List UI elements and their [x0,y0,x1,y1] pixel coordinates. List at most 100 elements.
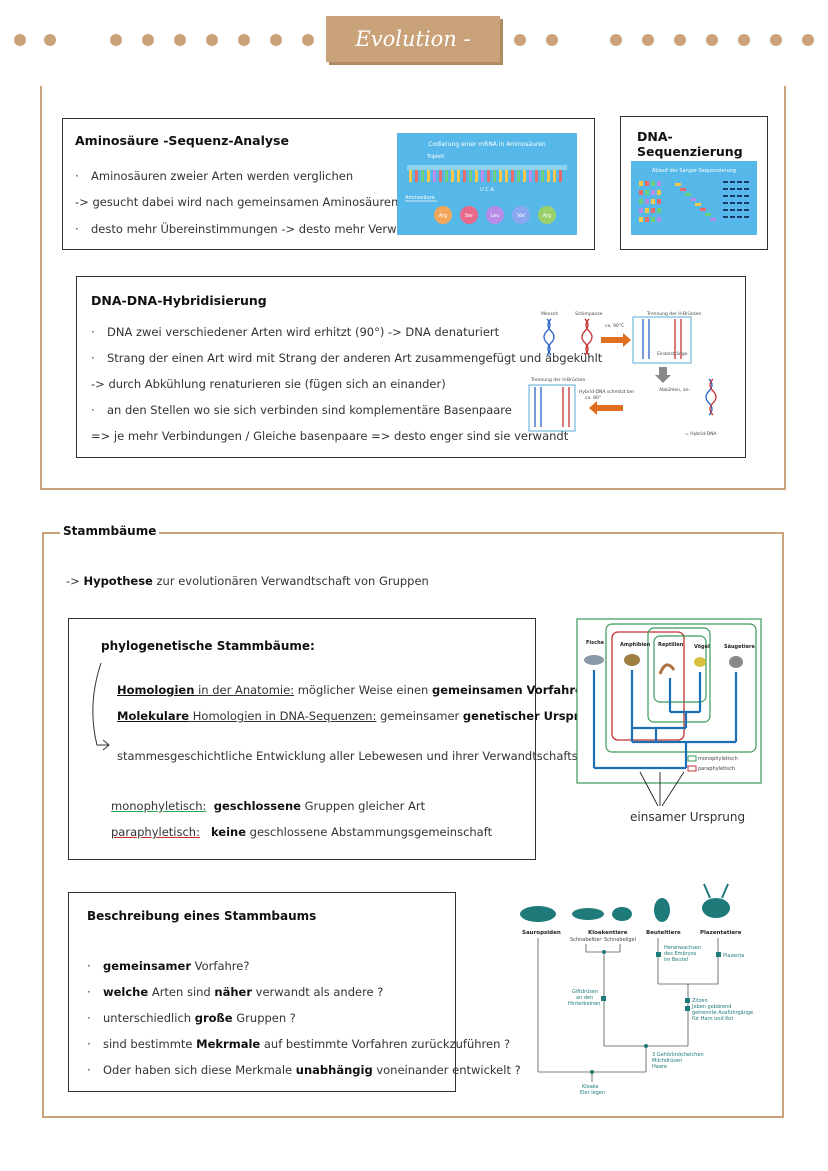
svg-text:U C A: U C A [480,187,494,193]
svg-text:Eier legen: Eier legen [580,1090,605,1096]
platypus-icon [572,908,604,920]
svg-text:Einzelstränge: Einzelstränge [657,351,688,357]
svg-text:ca. 80°: ca. 80° [585,395,601,401]
dna-sequenzierung-box: DNA-Sequenzierung Ablauf der Sanger-Sequ… [620,116,768,250]
amino-acid-node [434,206,452,224]
svg-text:im Beutel: im Beutel [664,957,688,963]
svg-text:Hybrid-DNA schmilzt bei: Hybrid-DNA schmilzt bei [579,389,634,395]
svg-text:Jeben gebärend: Jeben gebärend [691,1004,731,1010]
amino-acid-node [512,206,530,224]
dna-seq-heading: DNA-Sequenzierung [637,129,743,159]
list-item: ·unterschiedlich große Gruppen ? [87,1011,296,1025]
svg-text:ca. 90°C: ca. 90°C [605,323,624,329]
svg-text:Giftdrüsen: Giftdrüsen [572,989,598,995]
svg-text:Vögel: Vögel [694,644,710,650]
list-item: ·an den Stellen wo sie sich verbinden si… [91,403,512,417]
svg-text:an den: an den [576,995,593,1001]
section2-label: Stammbäume [60,524,160,538]
svg-text:Sauropsiden: Sauropsiden [522,930,561,936]
amino-acid-node [486,206,504,224]
hybrid-heading: DNA-DNA-Hybridisierung [91,293,267,308]
svg-text:Schimpanse: Schimpanse [575,311,603,317]
amino-acid-node [460,206,478,224]
hypothese-line: -> Hypothese zur evolutionären Verwandts… [66,574,429,588]
mrna-coding-image: Codierung einer mRNA in Aminosäuren Trip… [397,133,577,235]
svg-text:Plazentatiere: Plazentatiere [700,930,742,936]
kangaroo-icon [654,898,670,922]
svg-text:Hinterbeinen: Hinterbeinen [568,1001,600,1007]
tree-caption: einsamer Ursprung [630,810,746,824]
sanger-sequencing-image: Ablauf der Sanger-Sequenzierung [631,161,757,235]
svg-text:monophyletisch: monophyletisch [698,756,738,762]
svg-text:Zitzen: Zitzen [692,998,708,1004]
section2-frame [42,532,784,1118]
svg-text:Fische: Fische [586,640,605,646]
section1-frame [40,86,786,490]
svg-text:Trennung der H-Brücken: Trennung der H-Brücken [530,377,586,383]
svg-text:Milchdrüsen: Milchdrüsen [652,1058,682,1064]
svg-text:Schnabeltier: Schnabeltier [570,937,602,943]
hybridisierung-box: DNA-DNA-Hybridisierung ·DNA zwei verschi… [76,276,746,458]
amino-acid-label: Ser [465,213,474,219]
phylo-tree-image: Fische Amphibien Reptilien Vögel Säugeti… [576,618,762,784]
list-item: ·gemeinsamer Vorfahre? [87,959,250,973]
svg-text:Schnabeligel: Schnabeligel [604,937,636,943]
amino-acid-label: Val [517,213,525,219]
svg-text:Aminosäure: Aminosäure [405,195,435,201]
phylo-heading: phylogenetische Stammbäume: [101,639,315,653]
homologien-line: Homologien in der Anatomie: möglicher We… [117,683,591,697]
svg-text:Kloake: Kloake [582,1084,599,1090]
svg-text:Abkühlen, an-: Abkühlen, an- [659,387,690,393]
svg-text:paraphyletisch: paraphyletisch [698,766,735,772]
echidna-icon [612,907,632,921]
svg-text:Haare: Haare [652,1064,667,1070]
page-title: Evolution - Vorabi [326,16,500,97]
list-item: ·welche Arten sind näher verwandt als an… [87,985,384,999]
mrna-title: Codierung einer mRNA in Aminosäuren [428,141,546,148]
list-item: -> gesucht dabei wird nach gemeinsamen A… [75,195,399,209]
frog-icon [624,654,640,666]
svg-text:Reptilien: Reptilien [658,642,684,648]
aminosaeure-heading: Aminosäure -Sequenz-Analyse [75,133,289,148]
svg-text:Mensch: Mensch [541,311,558,317]
svg-text:Beuteltiere: Beuteltiere [646,930,681,936]
svg-text:Triplett: Triplett [426,154,444,160]
list-item: ·sind bestimmte Mekrmale auf bestimmte V… [87,1037,511,1051]
svg-text:Säugetiere: Säugetiere [724,644,755,650]
amino-acid-label: Arg [439,213,448,219]
list-item: ·desto mehr Übereinstimmungen -> desto m… [75,222,423,236]
curved-arrow-icon [92,662,110,751]
bird-icon [694,657,706,667]
list-item: ·Aminosäuren zweier Arten werden verglic… [75,169,354,183]
fish-icon [584,655,604,665]
svg-text:Kloakentiere: Kloakentiere [588,930,628,936]
svg-text:Ablauf der Sanger-Sequenzierun: Ablauf der Sanger-Sequenzierung [652,168,736,174]
mono-line: monophyletisch: geschlossene Gruppen gle… [111,799,426,813]
list-item: ·Strang der einen Art wird mit Strang de… [91,351,603,365]
deer-icon [702,898,730,918]
hybridisation-image: Mensch Schimpanse Trennung der H-Brücken… [528,311,718,437]
tree-pointer-lines [639,771,685,807]
stammesgeschichte-line: stammesgeschichtliche Entwicklung aller … [117,749,627,763]
list-item: => je mehr Verbindungen / Gleiche basenp… [91,429,569,443]
amino-acid-label: Leu [491,213,500,219]
svg-text:Heranwachsen: Heranwachsen [664,945,701,951]
svg-text:= Hybrid-DNA: = Hybrid-DNA [685,431,718,437]
list-item: ·Oder haben sich diese Merkmale unabhäng… [87,1063,521,1077]
svg-text:3 Gehörknöchelchen: 3 Gehörknöchelchen [652,1052,704,1058]
svg-text:getrennte Ausführgänge: getrennte Ausführgänge [692,1010,753,1016]
amino-acid-node [538,206,556,224]
phylo-box: phylogenetische Stammbäume: Homologien i… [68,618,626,860]
molekulare-line: Molekulare Homologien in DNA-Sequenzen: … [117,709,605,723]
beschreibung-box: Beschreibung eines Stammbaums ·gemeinsam… [68,892,521,1092]
svg-text:des Embryos: des Embryos [664,951,697,957]
para-line: paraphyletisch: keine geschlossene Absta… [111,825,493,839]
list-item: ·DNA zwei verschiedener Arten wird erhit… [91,325,500,339]
list-item: -> durch Abkühlung renaturieren sie (füg… [91,377,446,391]
cat-icon [729,656,743,668]
animal-tree-image: Sauropsiden Kloakentiere Beuteltiere Pla… [520,883,753,1096]
svg-text:für Harn und Kot: für Harn und Kot [692,1016,733,1022]
svg-text:Amphibien: Amphibien [620,642,651,648]
lizard-icon [658,663,676,675]
beschreibung-heading: Beschreibung eines Stammbaums [87,909,317,923]
